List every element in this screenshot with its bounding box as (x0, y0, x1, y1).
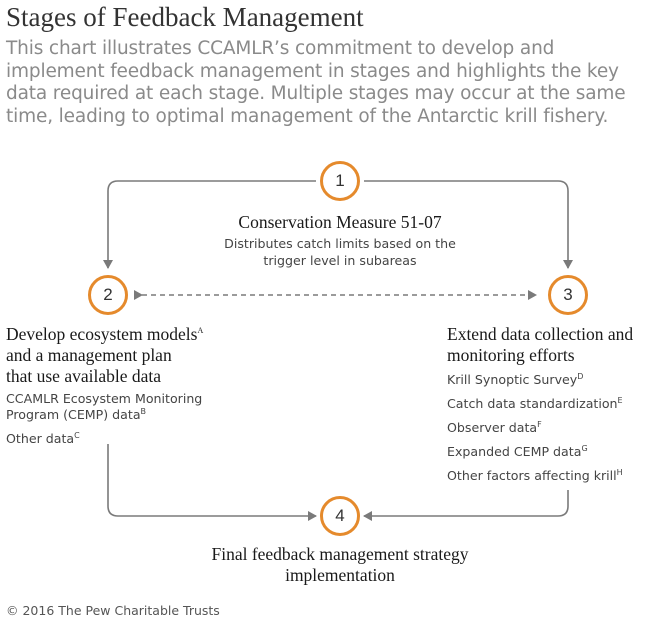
stage-3-badge: 3 (548, 275, 588, 315)
stage-3-item: Observer dataF (447, 420, 542, 436)
stage-3-item-4-text: Expanded CEMP data (447, 444, 582, 459)
page-subtitle: This chart illustrates CCAMLR’s commitme… (6, 38, 626, 127)
stage-2-heading-line2: and a management plan (6, 345, 172, 365)
stage-3-item-4-sup: G (581, 443, 588, 453)
arrow-stage1-to-stage2 (103, 180, 316, 269)
stage-2-badge: 2 (88, 275, 128, 315)
stage-1-description: Distributes catch limits based on the tr… (0, 235, 660, 269)
stage-2-item-other: Other dataC (6, 431, 80, 447)
stage-2-item-cemp-line1: CCAMLR Ecosystem Monitoring (6, 391, 203, 406)
copyright-footer: © 2016 The Pew Charitable Trusts (6, 603, 220, 618)
stage-3-number: 3 (563, 285, 573, 304)
stage-4-heading-line2: implementation (285, 565, 395, 585)
stage-2-item-cemp-sup: B (140, 406, 147, 416)
stage-4-badge: 4 (320, 496, 360, 536)
stage-2-number: 2 (103, 285, 113, 304)
stage-3-item-1-sup: D (577, 371, 584, 381)
stage-1-badge: 1 (320, 161, 360, 201)
stage-2-item-other-sup: C (74, 430, 80, 440)
stage-3-heading: Extend data collection and monitoring ef… (447, 324, 660, 366)
stage-1-description-line1: Distributes catch limits based on the (224, 236, 456, 251)
stage-1-heading: Conservation Measure 51-07 (238, 212, 442, 232)
stage-2-heading: Develop ecosystem modelsA and a manageme… (6, 324, 266, 387)
stage-3-item-1-text: Krill Synoptic Survey (447, 372, 578, 387)
stage-3-heading-line2: monitoring efforts (447, 345, 575, 365)
stage-2-item-other-text: Other data (6, 431, 75, 446)
stage-4-heading: Final feedback management strategy imple… (0, 544, 660, 586)
stage-3-heading-line1: Extend data collection and (447, 324, 634, 344)
stage-3-item: Catch data standardizationE (447, 396, 623, 412)
arrow-stage3-to-stage4 (363, 490, 569, 521)
page-title: Stages of Feedback Management (6, 2, 364, 32)
stage-3-item: Krill Synoptic SurveyD (447, 372, 583, 388)
stage-2-heading-line3: that use available data (6, 366, 161, 386)
stage-1-description-line2: trigger level in subareas (263, 253, 417, 268)
stage-1-number: 1 (335, 171, 345, 190)
stage-3-item-3-sup: F (537, 419, 542, 429)
stage-3-item-5-text: Other factors affecting krill (447, 468, 617, 483)
stage-4-number: 4 (335, 506, 345, 525)
stage-2-item-cemp-line2: Program (CEMP) data (6, 407, 141, 422)
stage-4-heading-line1: Final feedback management strategy (211, 544, 469, 564)
stage-3-item: Other factors affecting krillH (447, 468, 623, 484)
stage-2-item-cemp: CCAMLR Ecosystem Monitoring Program (CEM… (6, 391, 202, 423)
stage-3-item-5-sup: H (616, 467, 623, 477)
stage-3-item-2-sup: E (617, 395, 623, 405)
arrow-stage2-to-stage4 (107, 444, 317, 521)
arrow-stage1-to-stage3 (364, 180, 573, 269)
stage-3-item-2-text: Catch data standardization (447, 396, 618, 411)
stage-2-heading-sup: A (197, 326, 204, 336)
stage-2-heading-line1: Develop ecosystem models (6, 324, 198, 344)
stage-3-item-3-text: Observer data (447, 420, 538, 435)
stage-3-item: Expanded CEMP dataG (447, 444, 588, 460)
